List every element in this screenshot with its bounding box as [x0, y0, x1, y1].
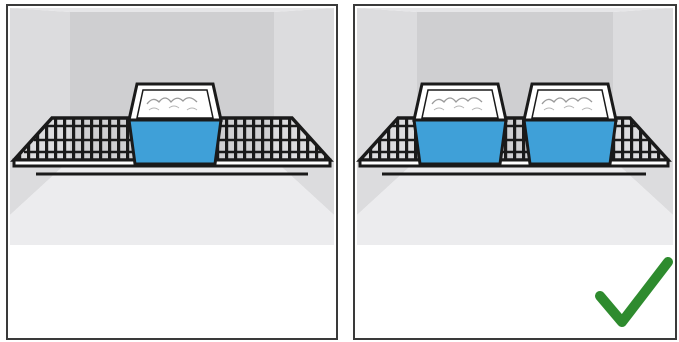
oven-rack: [360, 118, 668, 174]
loaf-pan: [129, 84, 221, 164]
loaf-pan: [524, 84, 616, 164]
panel-left: [7, 5, 337, 339]
panel-right: [354, 5, 676, 339]
loaf-pan: [414, 84, 506, 164]
